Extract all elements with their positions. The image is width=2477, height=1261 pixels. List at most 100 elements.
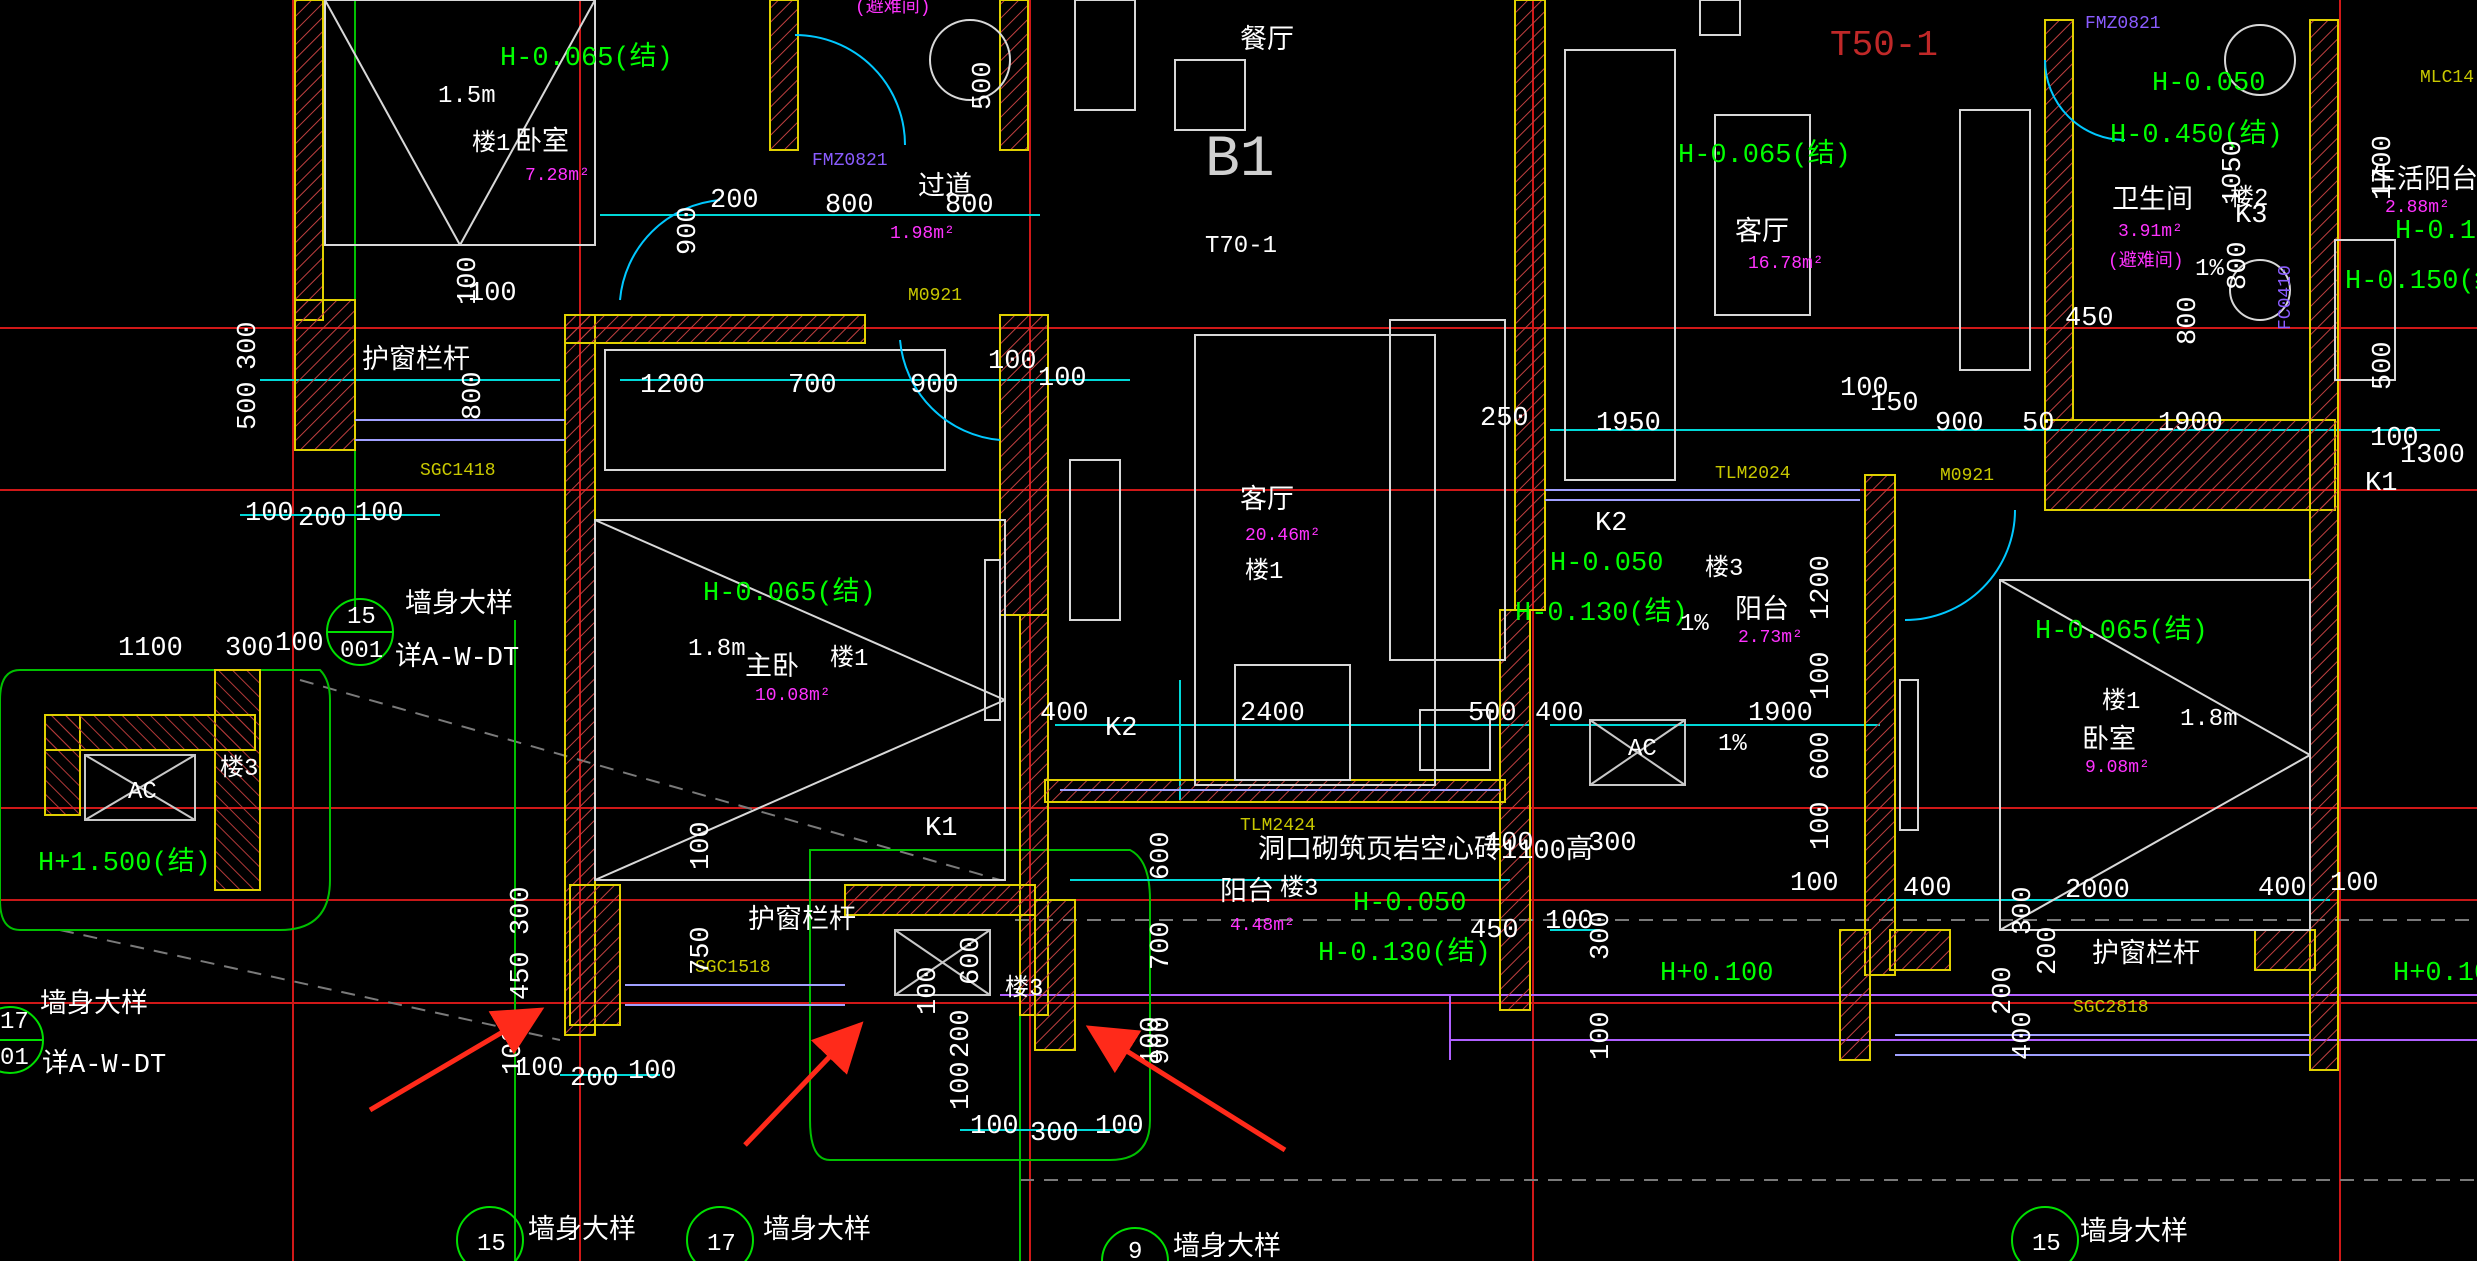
window-label-sgc2818: SGC2818: [2073, 998, 2149, 1018]
tag-balcony-t50: 楼3: [1705, 554, 1743, 583]
room-name-corridor: 过道: [918, 171, 972, 204]
dim-100-s: 100: [628, 1057, 677, 1087]
note-hollow-brick: 洞口砌筑页岩空心砖1100高: [1258, 834, 1593, 867]
note-wall-detail-6: 墙身大样: [2080, 1216, 2188, 1249]
dim-800-c: 800: [945, 191, 994, 221]
note-lou3-a: 楼3: [1005, 974, 1043, 1003]
dim-100-c: 100: [355, 499, 404, 529]
door-label-fmz-right: FMZ0821: [2085, 14, 2161, 34]
elev-bath: H-0.050: [2152, 69, 2265, 99]
dim-100-x: 100: [1095, 1112, 1144, 1142]
furniture: [324, 0, 2396, 931]
bed-size-left: 1.5m: [438, 83, 496, 110]
dim-100-k: 100: [1790, 869, 1839, 899]
note-k2-a: K2: [1105, 714, 1137, 744]
dim-400-e: 400: [2009, 1011, 2039, 1060]
dim-500: 500: [234, 381, 264, 430]
note-elev-h1500: H+1.500(结): [38, 846, 211, 879]
room-area-master: 10.08m²: [755, 686, 831, 706]
room-area-living-t50: 16.78m²: [1748, 254, 1824, 274]
unit-label-b1: B1: [1205, 128, 1275, 193]
dim-100-j: 100: [1807, 801, 1837, 850]
room-area-living-b1: 20.46m²: [1245, 526, 1321, 546]
dim-100-o: 100: [1587, 1011, 1617, 1060]
note-ac-1: AC: [128, 779, 157, 806]
room-name-bedroom-left: 卧室: [515, 126, 569, 159]
room-area-balcony-t50: 2.73m²: [1738, 628, 1803, 648]
room-name-balcony-b1: 阳台: [1220, 876, 1274, 909]
bubble-17-bottom: 17: [707, 1231, 736, 1258]
door-label-m0921-a: M0921: [908, 286, 962, 306]
elev2-balcony-b1: H-0.130(结): [1318, 936, 1491, 969]
dim-600-a: 600: [1807, 731, 1837, 780]
detail-bubbles: [0, 598, 2079, 1261]
dim-300-a: 300: [225, 634, 274, 664]
elev2-bath: H-0.450(结): [2110, 118, 2283, 151]
tag-balcony-b1: 楼3: [1280, 874, 1318, 903]
bubble-9: 9: [1128, 1239, 1142, 1261]
tag-master: 楼1: [830, 644, 868, 673]
door-label-fcl: FC0410: [2276, 265, 2296, 330]
room-area-bedroom-right: 9.08m²: [2085, 758, 2150, 778]
note-k1-a: K1: [925, 814, 957, 844]
note-k3: K3: [2235, 201, 2267, 231]
room-name-living-t50: 客厅: [1735, 216, 1789, 249]
elev-service: H-0.100: [2395, 217, 2477, 247]
door-label-mlc: MLC14: [2420, 68, 2474, 88]
dim-900-a: 900: [674, 206, 704, 255]
dim-200-e: 200: [2034, 926, 2064, 975]
elev2-balcony-t50: H-0.130(结): [1515, 596, 1688, 629]
room-area-bedroom-left: 7.28m²: [525, 166, 590, 186]
bubble-15-bottom: 15: [477, 1231, 506, 1258]
room-note-bath: (避难间): [2108, 250, 2184, 272]
dim-500-b: 500: [1468, 699, 1517, 729]
annotation-arrows: [368, 1007, 1287, 1153]
dim-100-e: 100: [988, 347, 1037, 377]
dim-450-c: 450: [2065, 304, 2114, 334]
dim-100-b: 100: [245, 499, 294, 529]
room-name-bath: 卫生间: [2112, 184, 2193, 217]
note-railing-1: 护窗栏杆: [362, 344, 470, 377]
dim-700-b: 700: [1147, 921, 1177, 970]
room-name-service: 生活阳台: [2370, 164, 2477, 197]
dim-100-u: 100: [914, 966, 944, 1015]
note-wall-detail-1: 墙身大样: [405, 588, 513, 621]
bubble-001: 001: [340, 638, 383, 665]
note-elev-h0100b: H+0.100: [2393, 959, 2477, 989]
dim-1050: 1050: [2219, 140, 2249, 205]
dim-1700: 1700: [2369, 135, 2399, 200]
dim-2400: 2400: [1240, 699, 1305, 729]
note-slope-1: 1%: [1680, 611, 1709, 638]
dim-700-a: 700: [788, 371, 837, 401]
bubble-15-right: 15: [2032, 1231, 2061, 1258]
note-k1-b: K1: [2365, 469, 2397, 499]
dim-800-e: 800: [2174, 296, 2204, 345]
tag-living-b1: 楼1: [1245, 557, 1283, 586]
room-name-balcony-t50: 阳台: [1735, 594, 1789, 627]
dim-100-p: 100: [1137, 1016, 1167, 1065]
walls: [44, 0, 2339, 1071]
dim-100-a: 100: [275, 629, 324, 659]
dimension-values: 1100 300 100 200 100 100 500 300 800 100…: [118, 61, 2465, 1149]
dim-500-c: 500: [2369, 341, 2399, 390]
elev-balcony-t50: H-0.050: [1550, 549, 1663, 579]
dim-100-i: 100: [1807, 651, 1837, 700]
dim-100-m: 100: [1485, 829, 1534, 859]
door-swings: [619, 34, 2126, 621]
bubble-01: 01: [0, 1045, 29, 1072]
room-name-living-b1: 客厅: [1240, 484, 1294, 517]
dim-200-b: 200: [710, 186, 759, 216]
dim-1200: 1200: [640, 371, 705, 401]
tag-bedroom-right: 楼1: [2102, 687, 2140, 716]
elev-balcony-b1: H-0.050: [1353, 889, 1466, 919]
dim-1950: 1950: [1596, 409, 1661, 439]
bed-size-right: 1.8m: [2180, 706, 2238, 733]
guide-lines: [59, 679, 2477, 1181]
note-detail-ref-2: 详A-W-DT: [42, 1048, 166, 1081]
dim-150: 150: [1870, 389, 1919, 419]
window-glazing: [355, 419, 2310, 1056]
note-railing-2: 护窗栏杆: [748, 904, 856, 937]
tag-bedroom-left: 楼1: [472, 129, 510, 158]
window-label-sgc1418: SGC1418: [420, 461, 496, 481]
